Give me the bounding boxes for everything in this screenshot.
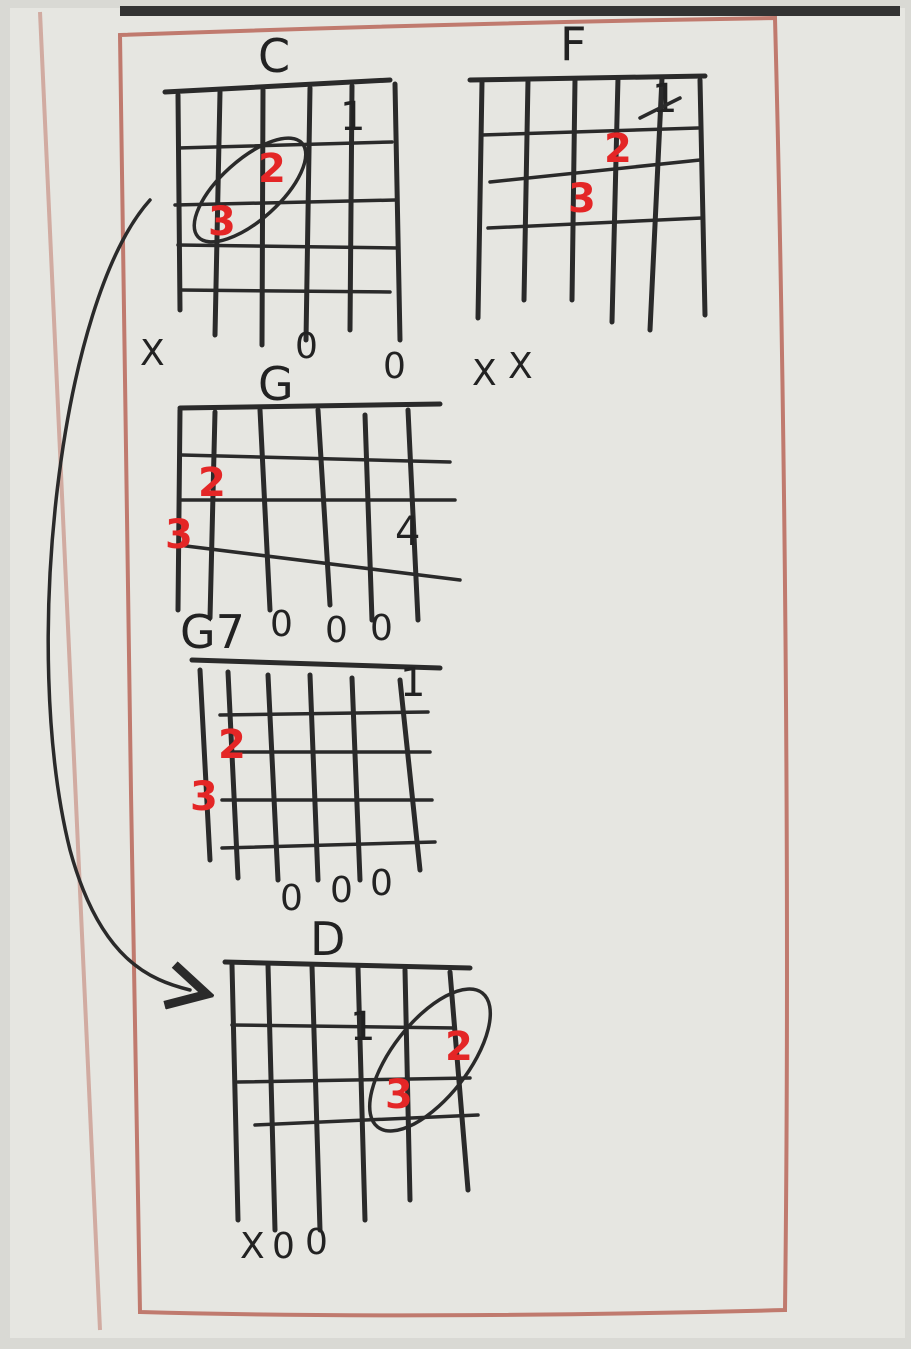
chord-name: D [310,912,345,966]
string-mark-1: X [140,333,165,374]
finger-2: 2 [218,722,246,768]
chord-name: F [560,17,586,71]
finger-2: 2 [198,460,226,506]
string-mark-2: 0 [272,1226,295,1267]
string-mark-3: 0 [305,1222,328,1263]
string-mark-1: X [472,353,497,394]
finger-4: 4 [395,509,420,555]
string-mark-1: X [240,1226,265,1267]
finger-1: 1 [652,76,677,122]
chord-name: C [258,29,290,83]
string-mark-3: 0 [370,608,393,649]
finger-1: 1 [400,660,425,706]
string-mark-3: 0 [383,346,406,387]
chord-name: G [258,357,294,411]
finger-3: 3 [208,199,236,245]
finger-1: 1 [340,94,365,140]
string-mark-2: 0 [330,870,353,911]
chord-name: G7 [180,605,245,659]
finger-3: 3 [385,1072,413,1118]
string-mark-2: X [508,346,533,387]
string-mark-3: 0 [370,863,393,904]
top-edge [120,6,900,16]
finger-1: 1 [350,1004,375,1050]
finger-3: 3 [190,774,218,820]
finger-2: 2 [445,1024,473,1070]
finger-3: 3 [165,512,193,558]
string-mark-1: 0 [270,604,293,645]
string-mark-2: 0 [295,326,318,367]
finger-2: 2 [604,126,632,172]
string-mark-1: 0 [280,878,303,919]
finger-2: 2 [258,146,286,192]
finger-3: 3 [568,176,596,222]
string-mark-2: 0 [325,610,348,651]
